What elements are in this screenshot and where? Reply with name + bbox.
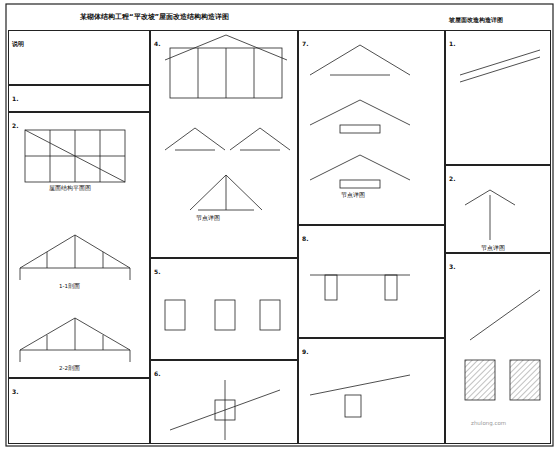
- detail-panel: 8.: [298, 225, 445, 338]
- panel-heading: 3.: [446, 261, 458, 272]
- detail-panel: 2.: [445, 165, 551, 253]
- detail-panel: 2.: [8, 112, 150, 378]
- panel-heading: 9.: [299, 346, 311, 357]
- detail-panel: 3.: [8, 378, 150, 444]
- detail-panel: 5.: [150, 258, 298, 360]
- panel-heading: 2.: [446, 173, 458, 184]
- detail-panel: 1.: [8, 85, 150, 112]
- detail-panel: 7.: [298, 30, 445, 225]
- detail-panel: 坡屋面改造构造详图: [445, 6, 551, 30]
- panel-heading: 4.: [151, 38, 163, 49]
- drawing-caption: 节点详图: [340, 192, 366, 199]
- panel-heading: 8.: [299, 233, 311, 244]
- panel-heading: 坡屋面改造构造详图: [446, 14, 506, 27]
- panel-heading: 5.: [151, 266, 163, 277]
- watermark: zhulong.com: [470, 420, 507, 426]
- detail-panel: 3.: [445, 253, 551, 444]
- panel-heading: 6.: [151, 368, 163, 379]
- panel-heading: 3.: [9, 386, 21, 397]
- detail-panel: 1.: [445, 30, 551, 165]
- drawing-caption: 1-1剖面: [58, 283, 81, 290]
- drawing-caption: 屋面结构平面图: [48, 185, 92, 192]
- detail-panel: 4.: [150, 30, 298, 258]
- detail-panel: 9.: [298, 338, 445, 444]
- panel-heading: 2.: [9, 120, 21, 131]
- panel-heading: 说明: [9, 38, 27, 51]
- sheet-title: 某砌体结构工程“平改坡”屋面改造结构构造详图: [80, 12, 229, 22]
- panel-heading: 1.: [9, 93, 21, 104]
- detail-panel: 6.: [150, 360, 298, 444]
- drawing-caption: 节点详图: [195, 215, 221, 222]
- detail-panel: 说明: [8, 30, 150, 85]
- drawing-caption: 2-2剖面: [58, 365, 81, 372]
- drawing-caption: 节点详图: [480, 245, 506, 252]
- panel-heading: 7.: [299, 38, 311, 49]
- panel-heading: 1.: [446, 38, 458, 49]
